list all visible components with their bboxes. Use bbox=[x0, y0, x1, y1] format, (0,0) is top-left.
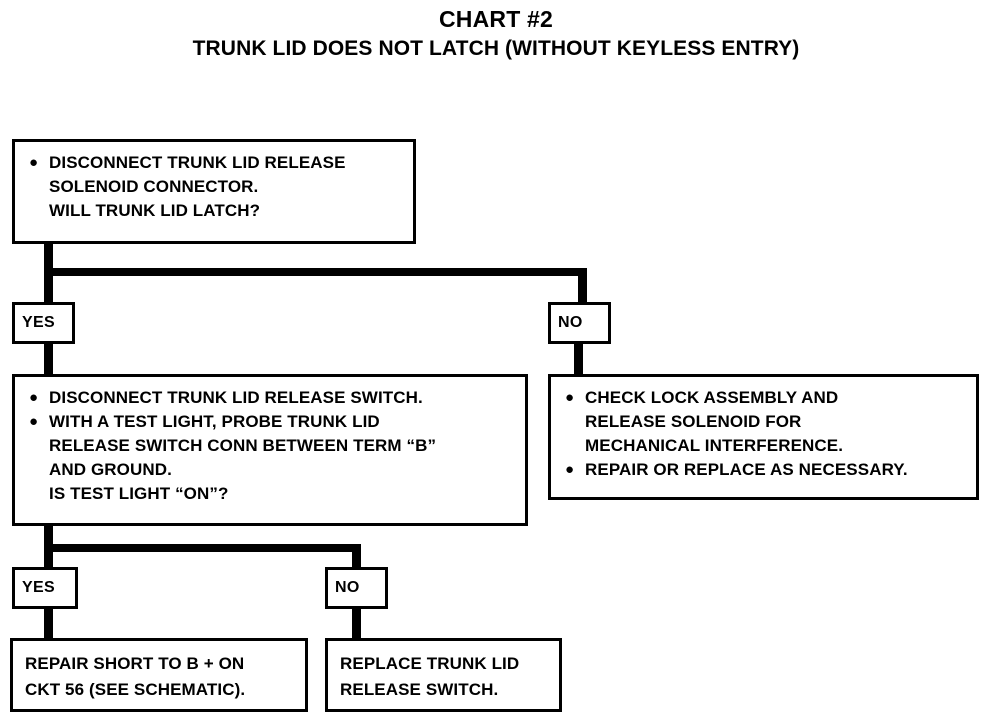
branch-label-step2-yes[interactable]: YES bbox=[12, 567, 78, 609]
text-line: SOLENOID CONNECTOR. bbox=[49, 177, 259, 196]
text-line: DISCONNECT TRUNK LID RELEASE SWITCH. bbox=[49, 388, 423, 407]
bullet-text: REPAIR OR REPLACE AS NECESSARY. bbox=[585, 458, 970, 482]
bullet-dot-icon: ● bbox=[29, 389, 39, 406]
text-line: WITH A TEST LIGHT, PROBE TRUNK LID bbox=[49, 412, 380, 431]
text-line: AND GROUND. bbox=[49, 460, 172, 479]
branch-label-text: YES bbox=[22, 579, 55, 596]
branch-label-step1-no[interactable]: NO bbox=[548, 302, 611, 344]
branch-label-text: NO bbox=[335, 579, 360, 596]
node-step1[interactable]: ● DISCONNECT TRUNK LID RELEASE SOLENOID … bbox=[12, 139, 416, 244]
text-line: REPLACE TRUNK LID bbox=[340, 654, 520, 673]
node-step2[interactable]: ● DISCONNECT TRUNK LID RELEASE SWITCH. ●… bbox=[12, 374, 528, 526]
node-right-action[interactable]: ● CHECK LOCK ASSEMBLY AND RELEASE SOLENO… bbox=[548, 374, 979, 500]
node-step2-content: ● DISCONNECT TRUNK LID RELEASE SWITCH. ●… bbox=[15, 377, 525, 512]
connector-step1-yes-to-step2 bbox=[44, 342, 53, 375]
branch-label-step1-yes[interactable]: YES bbox=[12, 302, 75, 344]
bullet-item: ● WITH A TEST LIGHT, PROBE TRUNK LID REL… bbox=[29, 410, 519, 506]
bullet-dot-icon: ● bbox=[565, 389, 575, 406]
bullet-item: ● CHECK LOCK ASSEMBLY AND RELEASE SOLENO… bbox=[565, 386, 970, 458]
bullet-text: DISCONNECT TRUNK LID RELEASE SOLENOID CO… bbox=[49, 151, 407, 223]
branch-label-text: NO bbox=[558, 314, 583, 331]
text-line: RELEASE SWITCH. bbox=[340, 680, 499, 699]
bullet-dot-icon: ● bbox=[565, 461, 575, 478]
node-step1-content: ● DISCONNECT TRUNK LID RELEASE SOLENOID … bbox=[15, 142, 413, 229]
text-line: DISCONNECT TRUNK LID RELEASE bbox=[49, 153, 346, 172]
connector-step2-no-to-result bbox=[352, 608, 361, 639]
node-result-right[interactable]: REPLACE TRUNK LID RELEASE SWITCH. bbox=[325, 638, 562, 712]
connector-step2-yes-to-result bbox=[44, 608, 53, 639]
connector-step2-no-stem bbox=[352, 544, 361, 569]
text-line: CHECK LOCK ASSEMBLY AND bbox=[585, 388, 839, 407]
chart-subtitle: TRUNK LID DOES NOT LATCH (WITHOUT KEYLES… bbox=[192, 37, 800, 60]
connector-step1-no-to-right-action bbox=[574, 343, 583, 376]
text-line: MECHANICAL INTERFERENCE. bbox=[585, 436, 844, 455]
bullet-text: WITH A TEST LIGHT, PROBE TRUNK LID RELEA… bbox=[49, 410, 519, 506]
text-line: CKT 56 (SEE SCHEMATIC). bbox=[25, 680, 246, 699]
branch-label-text: YES bbox=[22, 314, 55, 331]
branch-label-step2-no[interactable]: NO bbox=[325, 567, 388, 609]
bullet-item: ● REPAIR OR REPLACE AS NECESSARY. bbox=[565, 458, 970, 482]
node-result-left[interactable]: REPAIR SHORT TO B + ON CKT 56 (SEE SCHEM… bbox=[10, 638, 308, 712]
bullet-text: DISCONNECT TRUNK LID RELEASE SWITCH. bbox=[49, 386, 519, 410]
text-line: RELEASE SWITCH CONN BETWEEN TERM “B” bbox=[49, 436, 437, 455]
connector-step1-no-stem bbox=[578, 268, 587, 304]
bullet-dot-icon: ● bbox=[29, 413, 39, 430]
node-right-action-content: ● CHECK LOCK ASSEMBLY AND RELEASE SOLENO… bbox=[551, 377, 976, 488]
node-result-left-content: REPAIR SHORT TO B + ON CKT 56 (SEE SCHEM… bbox=[13, 641, 305, 709]
bullet-item: ● DISCONNECT TRUNK LID RELEASE SWITCH. bbox=[29, 386, 519, 410]
chart-title-block: CHART #2 TRUNK LID DOES NOT LATCH (WITHO… bbox=[0, 6, 992, 62]
text-line: REPAIR SHORT TO B + ON bbox=[25, 654, 245, 673]
text-line: REPAIR OR REPLACE AS NECESSARY. bbox=[585, 460, 908, 479]
bullet-dot-icon: ● bbox=[29, 154, 39, 171]
bullet-item: ● DISCONNECT TRUNK LID RELEASE SOLENOID … bbox=[29, 151, 407, 223]
text-line: WILL TRUNK LID LATCH? bbox=[49, 201, 261, 220]
node-result-right-content: REPLACE TRUNK LID RELEASE SWITCH. bbox=[328, 641, 559, 709]
text-line: RELEASE SOLENOID FOR bbox=[585, 412, 802, 431]
connector-step2-split-bar bbox=[44, 544, 361, 552]
chart-title: CHART #2 bbox=[438, 6, 554, 32]
text-line: IS TEST LIGHT “ON”? bbox=[49, 484, 229, 503]
connector-step1-split-bar bbox=[44, 268, 587, 276]
bullet-text: CHECK LOCK ASSEMBLY AND RELEASE SOLENOID… bbox=[585, 386, 970, 458]
